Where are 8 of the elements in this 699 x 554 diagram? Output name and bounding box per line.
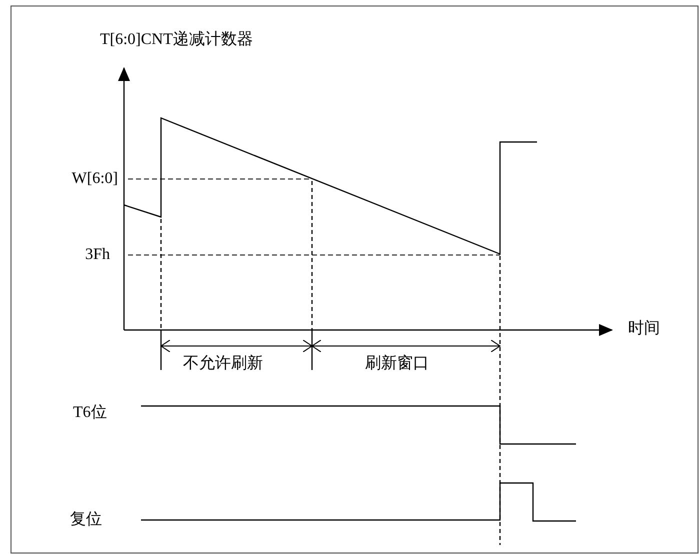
level-label: 3Fh [85, 245, 110, 265]
level-label: W[6:0] [72, 169, 118, 189]
interval-label: 不允许刷新 [183, 354, 263, 374]
signal-label: T6位 [73, 403, 107, 423]
interval-label: 刷新窗口 [365, 354, 429, 374]
axis-label: 时间 [628, 319, 660, 339]
signal-label: 复位 [70, 510, 102, 530]
axis-title: T[6:0]CNT递减计数器 [100, 30, 253, 50]
